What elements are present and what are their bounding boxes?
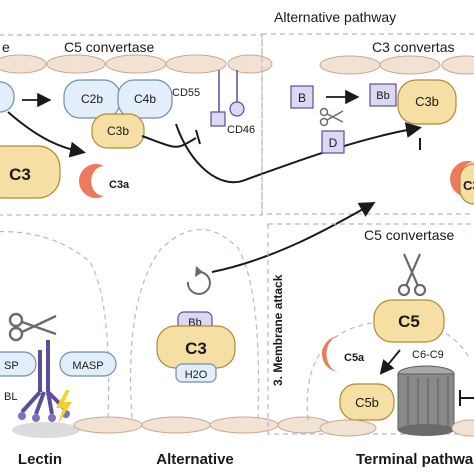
c3b-right-label: C3b <box>415 94 439 109</box>
cd46-label: CD46 <box>227 124 255 136</box>
lightning-icon <box>56 390 72 424</box>
c5-label: C5 <box>398 312 420 331</box>
alt-c3-label: C3 <box>185 339 207 358</box>
c3-right-partial-label: C3 <box>463 178 474 193</box>
scissors-icon <box>8 312 57 342</box>
pathogen-surface <box>12 422 80 438</box>
c5b-label: C5b <box>355 395 379 410</box>
cell-membrane-terminal <box>319 419 474 437</box>
c5-protein <box>373 299 445 343</box>
cell-membrane-bottom <box>73 416 331 434</box>
factor-b <box>290 85 314 109</box>
membrane-attack-label: 3. Membrane attack <box>271 274 285 386</box>
c5-to-c5b-arrow <box>379 349 401 375</box>
inhibition-line-cd55 <box>141 135 197 148</box>
c3-protein <box>0 145 61 199</box>
sp-label: SP <box>4 360 19 372</box>
cleavage-arrow <box>7 111 86 158</box>
factor-d-label: D <box>329 136 338 150</box>
lectin-section: SP MASP BL Lectin <box>0 230 117 468</box>
factor-bb <box>369 83 397 107</box>
masp-label: MASP <box>72 360 103 372</box>
alternative-c3-panel: Alternative pathway C3 convertas B D Bb … <box>261 9 474 215</box>
cd46-receptor <box>229 101 245 117</box>
inhibition-bar-cd55 <box>195 129 201 145</box>
classical-c5-panel: e C5 convertase C2b C4b C3b CD55 CD46 <box>0 34 422 216</box>
scissors-icon <box>319 107 344 127</box>
alternative-caption: Alternative <box>156 451 234 468</box>
c3-convertase-title: C3 convertas <box>372 39 454 55</box>
alt-h2o-label: H2O <box>185 369 208 381</box>
tickover-icon <box>186 271 211 295</box>
amplification-arrow <box>175 122 422 184</box>
alternative-cell-outline <box>129 228 260 419</box>
c4b-label: C4b <box>134 92 156 106</box>
cell-membrane-top-left <box>0 54 273 74</box>
lectin-caption: Lectin <box>18 451 62 468</box>
lectin-cell-outline <box>0 230 110 421</box>
terminal-section: 3. Membrane attack C5 convertase C5 C5a … <box>267 223 474 468</box>
alt-h2o-protein <box>175 363 217 383</box>
alternative-pathway-title: Alternative pathway <box>274 9 396 25</box>
c6c9-label: C6-C9 <box>412 349 444 361</box>
factor-bb-label: Bb <box>376 90 389 102</box>
c5a-fragment <box>322 336 340 372</box>
bl-label: BL <box>4 391 17 403</box>
classical-panel-title: e <box>2 39 10 55</box>
c3a-fragment <box>79 164 104 198</box>
c3b-label: C3b <box>107 124 129 138</box>
factor-d <box>321 130 345 154</box>
mac-pore-icon <box>397 365 455 436</box>
tickover-arrow-icon <box>195 266 203 277</box>
c4b-protein <box>117 79 173 119</box>
partial-c2b-shape <box>0 81 15 113</box>
c5-convertase-title: C5 convertase <box>64 39 154 55</box>
c5-convertase-lower-title: C5 convertase <box>364 227 454 243</box>
cell-membrane-top-right <box>319 55 474 75</box>
alternative-panel-border <box>261 33 474 215</box>
c2b-label: C2b <box>81 92 103 106</box>
terminal-panel-border <box>267 223 474 435</box>
c5a-label: C5a <box>344 352 365 364</box>
cd55-label: CD55 <box>172 87 200 99</box>
c3-label: C3 <box>9 165 31 184</box>
c5b-protein <box>339 383 395 421</box>
mbl-molecule <box>20 340 68 415</box>
scissors-icon <box>397 253 427 297</box>
factor-b-label: B <box>298 91 306 105</box>
c3-right-partial <box>459 163 474 205</box>
terminal-caption: Terminal pathwa <box>356 451 474 468</box>
c3a-right-fragment <box>450 161 474 198</box>
masp-right <box>59 351 117 377</box>
alternative-section: Bb C3 H2O Alternative <box>73 202 376 468</box>
masp-left <box>0 351 37 377</box>
c3a-label: C3a <box>109 179 130 191</box>
cd55-receptor <box>210 111 226 127</box>
c3b-protein <box>91 113 145 149</box>
c3b-right-protein <box>397 79 457 125</box>
alt-to-convertase-arrow <box>211 202 376 273</box>
